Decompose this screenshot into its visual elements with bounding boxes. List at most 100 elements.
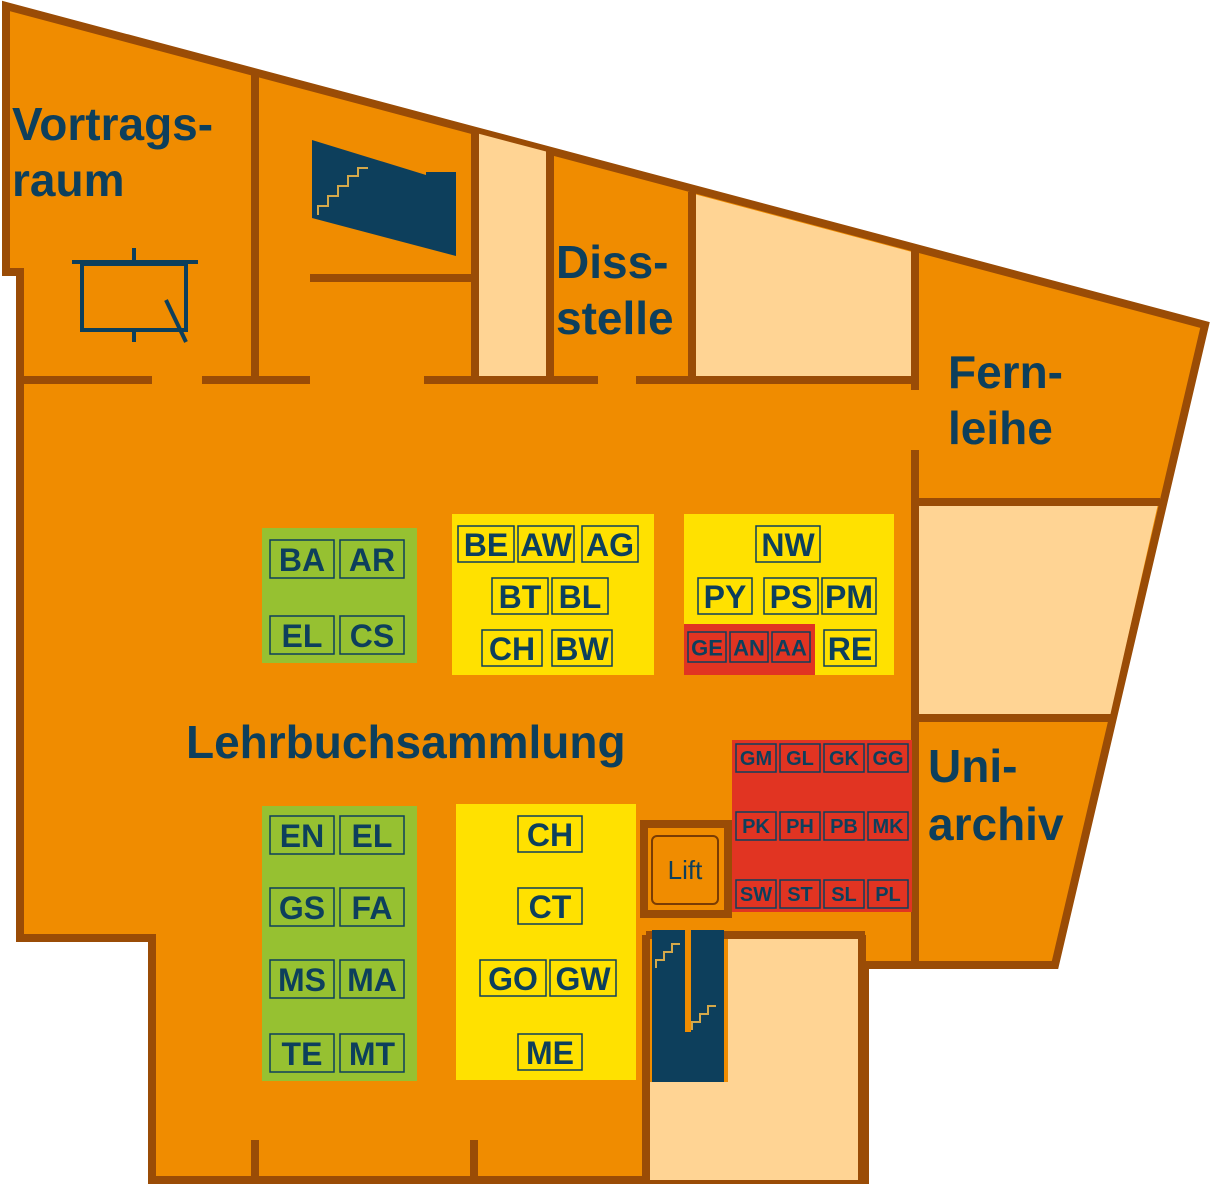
projector-screen-icon (72, 248, 198, 343)
shelf-code-st[interactable]: ST (779, 879, 821, 909)
room-label-lehrbuchsammlung: Lehrbuchsammlung (186, 716, 626, 768)
shelf-code-gm[interactable]: GM (735, 743, 777, 773)
shelf-code-bt[interactable]: BT (491, 577, 549, 615)
shelf-code-te[interactable]: TE (269, 1033, 335, 1073)
shelf-code-box (581, 525, 639, 563)
shelf-code-box (867, 811, 909, 841)
shelf-code-ph[interactable]: PH (779, 811, 821, 841)
shelf-code-pk[interactable]: PK (735, 811, 777, 841)
shelf-code-pb[interactable]: PB (823, 811, 865, 841)
shelf-code-label: MS (278, 962, 326, 998)
shelf-code-pm[interactable]: PM (821, 577, 877, 615)
shelf-code-label: AR (349, 542, 395, 578)
room-label-uniarchiv: Uni- archiv (928, 740, 1064, 850)
shelf-code-ch[interactable]: CH (517, 815, 583, 853)
shelf-code-el[interactable]: EL (269, 615, 335, 655)
shelf-code-ct[interactable]: CT (517, 887, 583, 925)
shelf-code-label: BW (555, 631, 609, 667)
shelf-code-ag[interactable]: AG (581, 525, 639, 563)
shelf-code-label: BL (559, 579, 602, 615)
shelf-code-be[interactable]: BE (457, 525, 515, 563)
shelf-code-go[interactable]: GO (479, 959, 547, 997)
shelf-code-box (771, 631, 811, 663)
lift[interactable]: Lift (651, 835, 719, 905)
shelf-code-label: ME (526, 1035, 574, 1071)
shelf-code-box (479, 959, 547, 997)
shelf-code-box (735, 879, 777, 909)
shelf-code-ar[interactable]: AR (339, 539, 405, 579)
shelf-code-box (551, 629, 613, 667)
shelf-code-label: BE (464, 527, 508, 563)
shelf-code-ps[interactable]: PS (763, 577, 819, 615)
shelf-code-gg[interactable]: GG (867, 743, 909, 773)
shelf-code-box (729, 631, 769, 663)
shelf-code-bw[interactable]: BW (551, 629, 613, 667)
shelf-code-label: PL (875, 884, 901, 906)
shelf-code-aw[interactable]: AW (517, 525, 575, 563)
shelf-code-label: GO (488, 961, 538, 997)
shelf-code-ch[interactable]: CH (481, 629, 543, 667)
shelf-code-sw[interactable]: SW (735, 879, 777, 909)
shelf-code-box (697, 577, 753, 615)
shelf-code-ms[interactable]: MS (269, 959, 335, 999)
shelf-code-label: PB (830, 816, 858, 838)
shelf-code-box (867, 743, 909, 773)
shelf-code-box (779, 743, 821, 773)
shelf-code-el[interactable]: EL (339, 815, 405, 855)
shelf-code-cs[interactable]: CS (339, 615, 405, 655)
shelf-code-box (269, 539, 335, 579)
shelf-code-label: CH (489, 631, 535, 667)
shelf-code-sl[interactable]: SL (823, 879, 865, 909)
shelf-code-box (339, 539, 405, 579)
shelf-code-pl[interactable]: PL (867, 879, 909, 909)
room-light-3 (918, 504, 1158, 716)
shelf-code-gs[interactable]: GS (269, 887, 335, 927)
shelf-code-box (763, 577, 819, 615)
shelf-code-box (735, 811, 777, 841)
shelf-code-gk[interactable]: GK (823, 743, 865, 773)
shelf-code-en[interactable]: EN (269, 815, 335, 855)
shelf-code-label: NW (761, 527, 815, 563)
shelf-code-label: SL (831, 884, 857, 906)
shelf-code-bl[interactable]: BL (551, 577, 609, 615)
room-label-dissstelle: Diss- stelle (556, 236, 681, 344)
shelf-code-box (517, 1033, 583, 1071)
shelf-code-an[interactable]: AN (729, 631, 769, 663)
shelf-code-box (339, 887, 405, 927)
shelf-code-label: MK (872, 816, 904, 838)
shelf-code-box (269, 887, 335, 927)
shelf-code-me[interactable]: ME (517, 1033, 583, 1071)
room-light-1 (476, 133, 548, 378)
shelf-code-py[interactable]: PY (697, 577, 753, 615)
shelf-code-label: RE (828, 631, 872, 667)
shelf-code-label: CS (350, 618, 394, 654)
shelf-code-ma[interactable]: MA (339, 959, 405, 999)
shelf-code-ba[interactable]: BA (269, 539, 335, 579)
shelf-code-ge[interactable]: GE (687, 631, 727, 663)
shelf-code-gw[interactable]: GW (549, 959, 617, 997)
shelf-code-box (755, 525, 821, 563)
shelf-code-box (269, 615, 335, 655)
shelf-code-nw[interactable]: NW (755, 525, 821, 563)
shelf-code-aa[interactable]: AA (771, 631, 811, 663)
shelf-code-re[interactable]: RE (823, 629, 877, 667)
shelf-code-box (269, 1033, 335, 1073)
shelf-code-label: EN (280, 818, 324, 854)
room-label-fernleihe: Fern- leihe (948, 346, 1076, 454)
shelf-code-box (491, 577, 549, 615)
shelf-code-box (551, 577, 609, 615)
shelf-code-box (823, 879, 865, 909)
shelf-code-label: ST (787, 884, 813, 906)
room-light-4 (728, 936, 861, 1180)
shelf-code-mk[interactable]: MK (867, 811, 909, 841)
shelf-code-label: SW (740, 884, 772, 906)
shelf-code-box (269, 959, 335, 999)
shelf-code-gl[interactable]: GL (779, 743, 821, 773)
shelf-code-box (779, 811, 821, 841)
shelf-code-fa[interactable]: FA (339, 887, 405, 927)
shelf-code-label: GW (555, 961, 611, 997)
shelf-code-mt[interactable]: MT (339, 1033, 405, 1073)
shelf-code-label: CH (527, 817, 573, 853)
room-light-5 (650, 1082, 730, 1180)
